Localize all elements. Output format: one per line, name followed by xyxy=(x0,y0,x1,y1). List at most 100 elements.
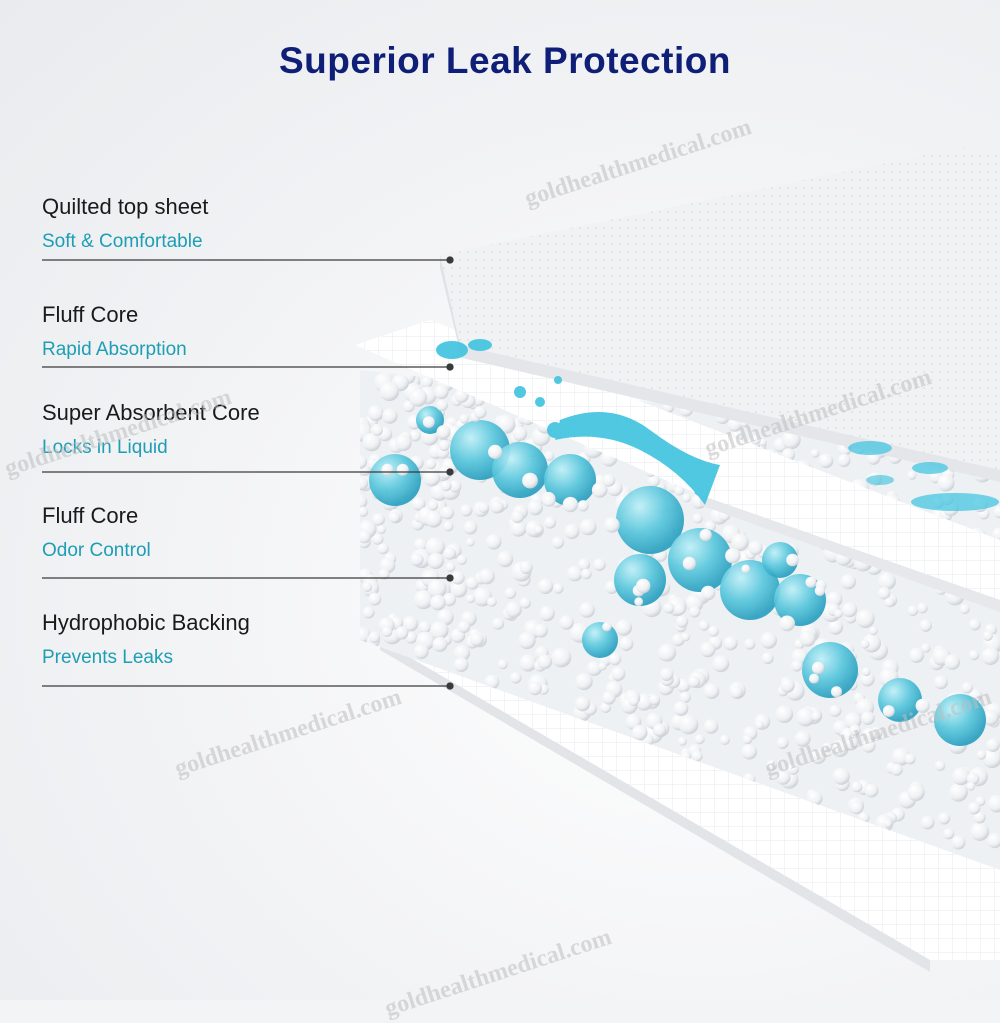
fluff-ball xyxy=(598,662,606,670)
layer-label-hydrophobic-backing: Hydrophobic Backing Prevents Leaks xyxy=(42,610,342,670)
fluff-ball xyxy=(369,632,380,643)
fluff-ball xyxy=(437,425,451,439)
fluff-ball xyxy=(634,597,643,606)
fluff-ball xyxy=(856,609,875,628)
fluff-ball xyxy=(683,557,696,570)
fluff-ball xyxy=(575,673,592,690)
fluff-ball xyxy=(602,622,611,631)
fluff-ball xyxy=(943,828,954,839)
fluff-ball xyxy=(800,631,816,647)
layer-label-quilted-top-sheet: Quilted top sheet Soft & Comfortable xyxy=(42,194,342,254)
fluff-ball xyxy=(935,761,946,772)
fluff-ball xyxy=(430,621,449,640)
fluff-ball xyxy=(389,512,400,523)
fluff-ball xyxy=(730,686,743,699)
fluff-ball xyxy=(682,494,690,502)
fluff-ball xyxy=(458,621,470,633)
fluff-ball xyxy=(724,636,738,650)
fluff-ball xyxy=(945,654,961,670)
fluff-ball xyxy=(593,558,606,571)
leader-dot-1 xyxy=(447,257,453,263)
fluff-ball xyxy=(937,474,954,491)
fluff-ball xyxy=(395,435,412,452)
layer-desc: Soft & Comfortable xyxy=(42,230,342,254)
layer-name: Quilted top sheet xyxy=(42,194,342,220)
fluff-ball xyxy=(611,667,625,681)
fluff-ball xyxy=(443,521,453,531)
fluff-ball xyxy=(648,475,660,487)
fluff-ball xyxy=(908,605,919,616)
fluff-ball xyxy=(409,388,427,406)
fluff-ball xyxy=(353,494,368,509)
fluff-ball xyxy=(552,648,572,668)
fluff-ball xyxy=(430,595,446,611)
fluff-ball xyxy=(445,562,455,572)
gel-bead xyxy=(582,622,618,658)
fluff-ball xyxy=(983,631,993,641)
fluff-ball xyxy=(358,531,371,544)
fluff-ball xyxy=(777,737,789,749)
fluff-ball xyxy=(479,568,495,584)
fluff-ball xyxy=(470,633,484,647)
fluff-ball xyxy=(969,650,979,660)
fluff-ball xyxy=(809,674,819,684)
fluff-ball xyxy=(952,767,970,785)
fluff-ball xyxy=(474,406,487,419)
fluff-ball xyxy=(563,497,578,512)
fluff-ball xyxy=(829,705,841,717)
fluff-ball xyxy=(981,647,999,665)
fluff-ball xyxy=(725,548,740,563)
fluff-ball xyxy=(960,604,970,614)
fluff-ball xyxy=(811,711,821,721)
fluff-ball xyxy=(850,801,863,814)
fluff-ball xyxy=(917,603,928,614)
fluff-ball xyxy=(381,464,393,476)
fluff-ball xyxy=(712,655,729,672)
fluff-ball xyxy=(544,517,556,529)
fluff-ball xyxy=(775,705,793,723)
fluff-ball xyxy=(575,696,590,711)
fluff-ball xyxy=(636,579,650,593)
fluff-ball xyxy=(905,754,916,765)
leader-dot-2 xyxy=(447,364,453,370)
fluff-ball xyxy=(865,784,879,798)
fluff-ball xyxy=(578,500,589,511)
page-title: Superior Leak Protection xyxy=(0,40,1000,82)
layer-name: Fluff Core xyxy=(42,503,342,529)
fluff-ball xyxy=(852,782,863,793)
fluff-ball xyxy=(744,638,755,649)
fluff-ball xyxy=(441,481,452,492)
fluff-ball xyxy=(878,572,896,590)
fluff-ball xyxy=(938,812,950,824)
fluff-ball xyxy=(811,449,820,458)
fluff-ball xyxy=(434,385,448,399)
fluff-ball xyxy=(695,734,705,744)
fluff-ball xyxy=(363,607,375,619)
fluff-ball xyxy=(498,659,508,669)
fluff-ball xyxy=(372,425,383,436)
fluff-ball xyxy=(837,454,850,467)
fluff-ball xyxy=(414,644,429,659)
fluff-ball xyxy=(674,603,686,615)
fluff-ball xyxy=(520,598,531,609)
fluff-ball xyxy=(537,654,552,669)
fluff-ball xyxy=(428,500,438,510)
fluff-ball xyxy=(664,603,675,614)
fluff-ball xyxy=(511,510,524,523)
fluff-ball xyxy=(609,653,622,666)
fluff-ball xyxy=(487,597,497,607)
fluff-ball xyxy=(891,764,903,776)
fluff-ball xyxy=(934,675,948,689)
fluff-ball xyxy=(426,459,437,470)
fluff-ball xyxy=(492,618,504,630)
fluff-ball xyxy=(419,621,431,633)
fluff-ball xyxy=(377,525,386,534)
fluff-ball xyxy=(454,657,469,672)
fluff-ball xyxy=(378,543,389,554)
fluff-ball xyxy=(354,455,368,469)
fluff-ball xyxy=(380,382,400,402)
fluff-ball xyxy=(884,820,892,828)
fluff-ball xyxy=(486,534,502,550)
fluff-ball xyxy=(466,594,475,603)
fluff-ball xyxy=(708,626,719,637)
